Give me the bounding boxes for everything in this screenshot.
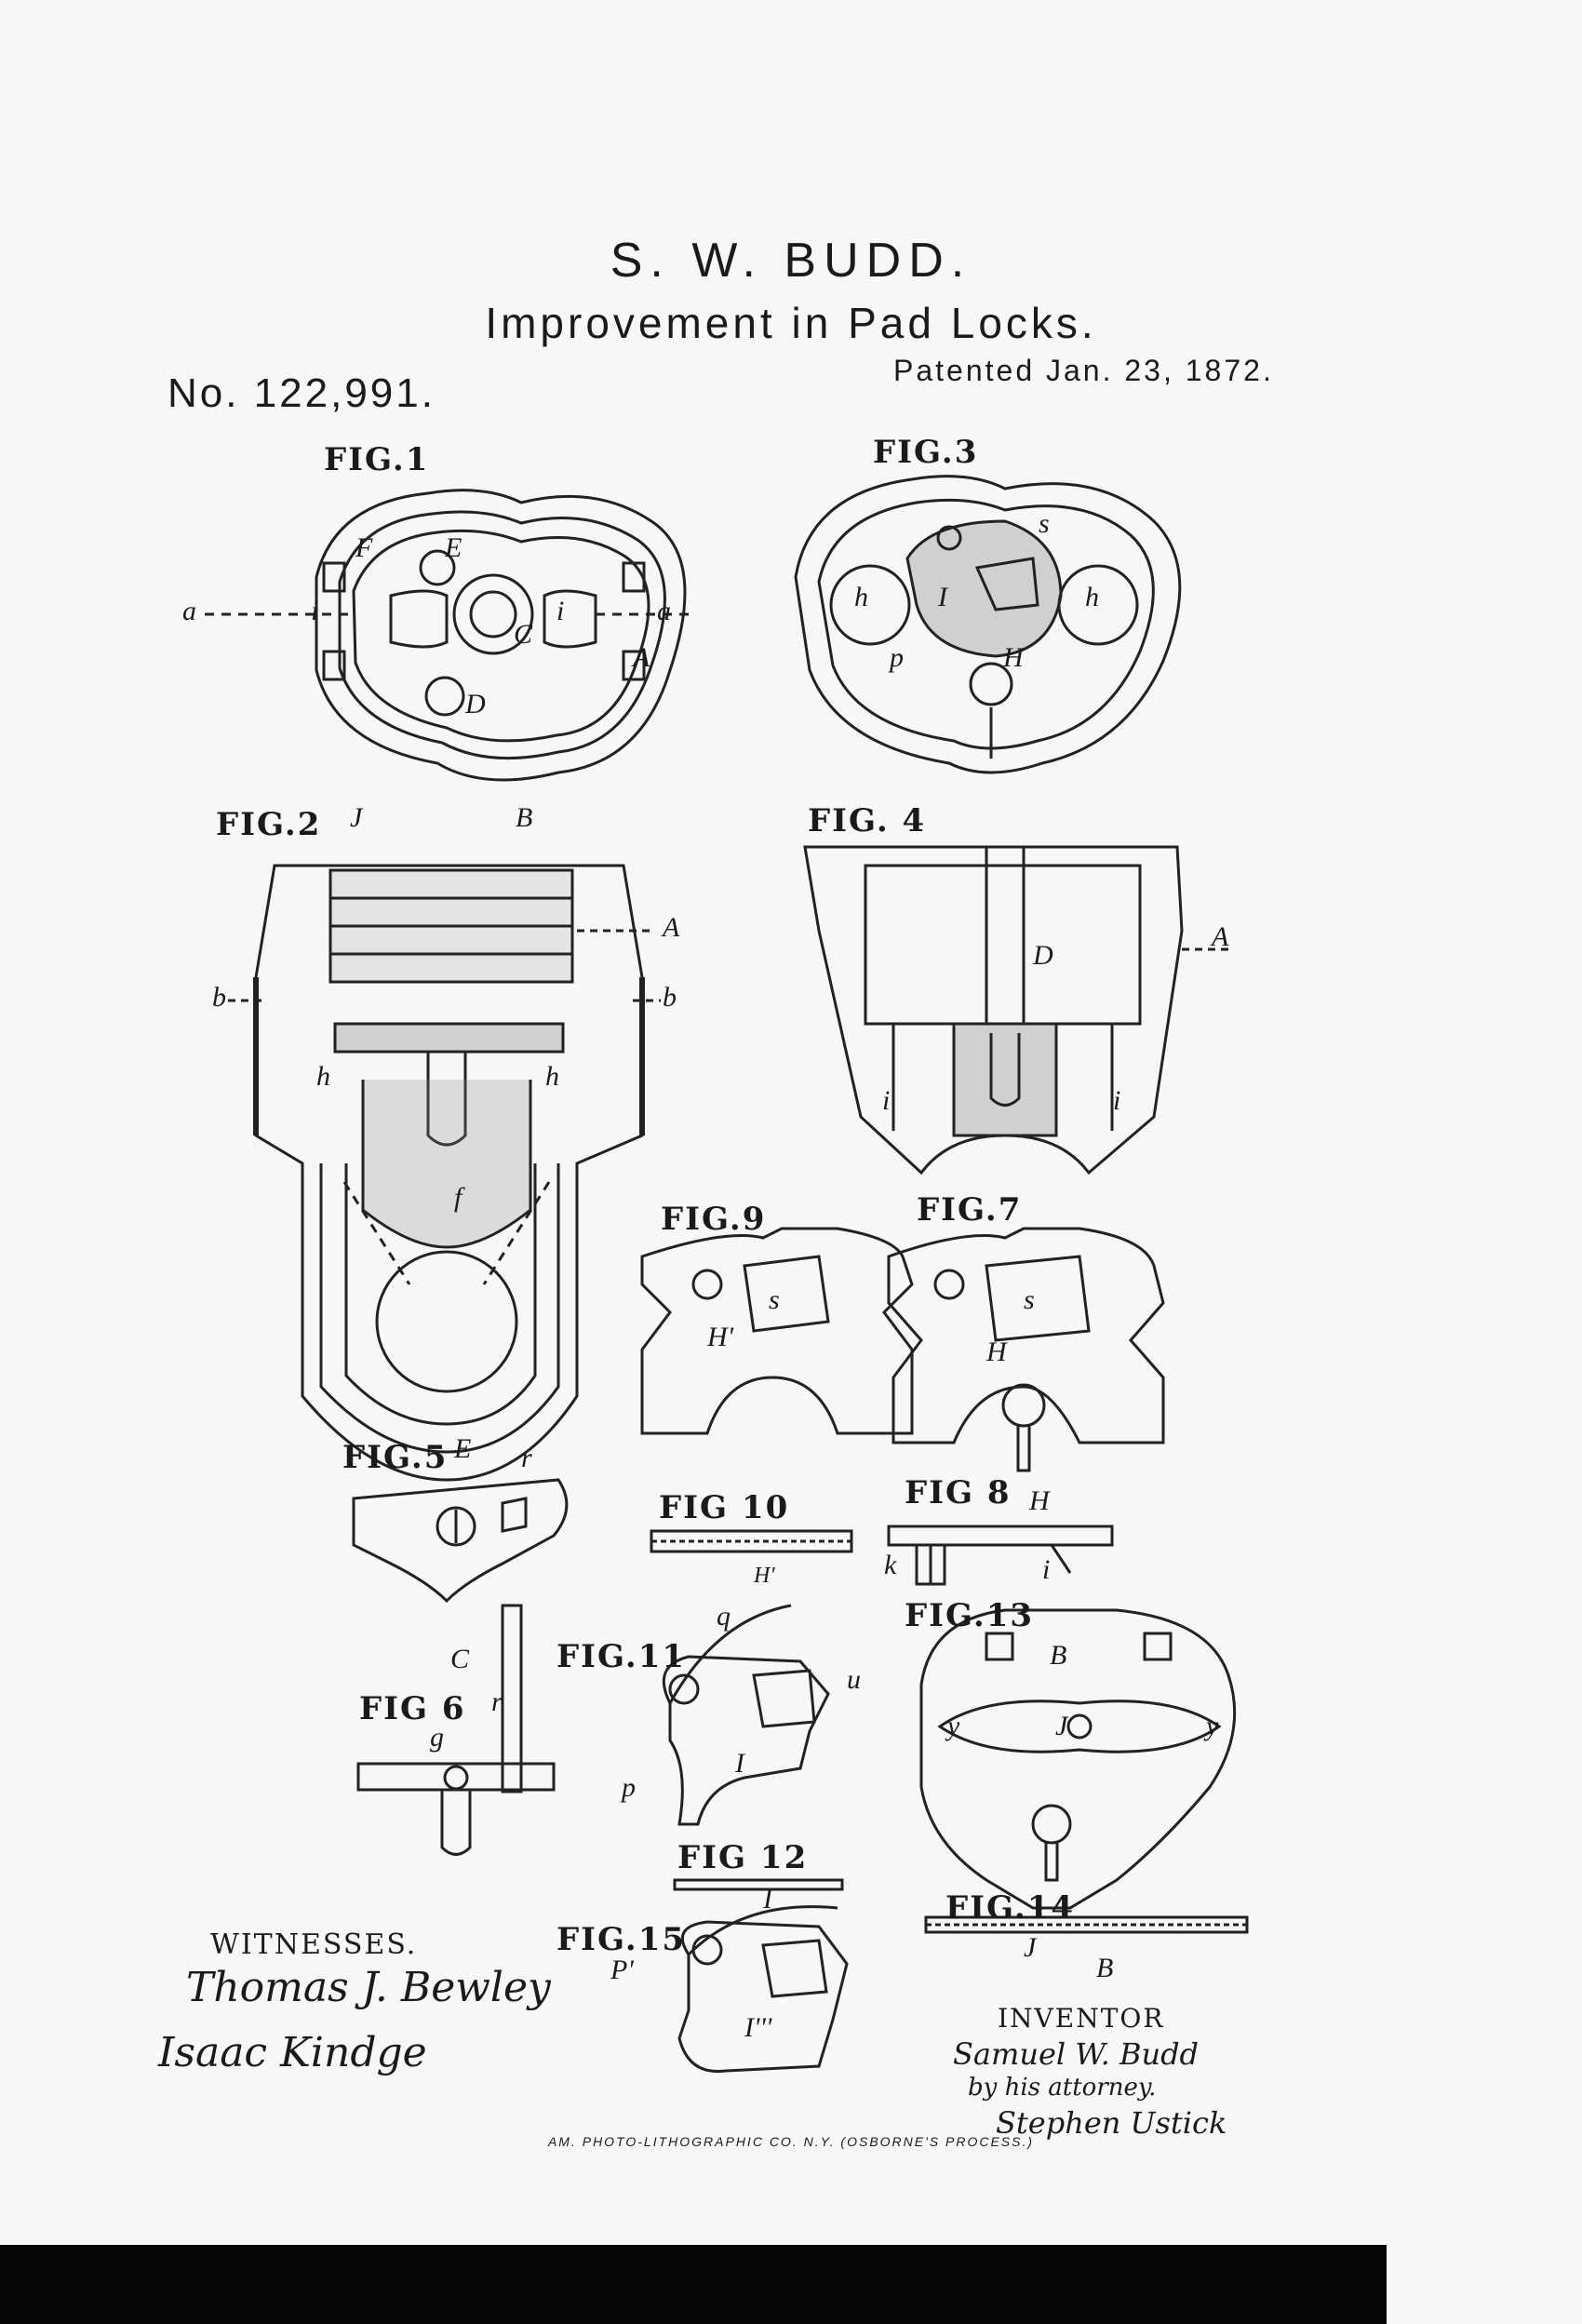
fig-7-label: FIG.7 <box>917 1191 1023 1229</box>
inventor-name-heading: S. W. BUDD. <box>610 234 972 288</box>
fig-15-drawing <box>677 1905 849 2074</box>
ref-letter: H' <box>707 1322 734 1352</box>
ref-letter: k <box>884 1550 897 1580</box>
ref-letter: C <box>450 1644 470 1674</box>
inventor-label: INVENTOR <box>998 2003 1165 2034</box>
ref-letter: i <box>882 1085 891 1116</box>
ref-letter: J <box>1024 1932 1037 1963</box>
fig-8-label: FIG 8 <box>905 1474 1012 1511</box>
ref-letter: b <box>212 982 226 1013</box>
inventor-signature: Samuel W. Budd <box>953 2036 1200 2072</box>
ref-letter: I <box>938 582 947 612</box>
ref-letter: p <box>890 642 904 673</box>
fig-1-label: FIG.1 <box>324 441 430 478</box>
ref-letter: B <box>1050 1640 1067 1671</box>
fig-15-label: FIG.15 <box>556 1921 687 1958</box>
ref-letter: s <box>769 1284 780 1315</box>
fig-5-label: FIG.5 <box>342 1439 449 1476</box>
ref-letter: p <box>622 1772 636 1803</box>
scan-border-bar <box>0 2245 1387 2324</box>
ref-letter: r <box>491 1686 503 1717</box>
fig-2-label: FIG.2 <box>216 806 322 843</box>
fig-4-label: FIG. 4 <box>808 802 927 840</box>
fig-3-drawing <box>794 475 1182 774</box>
witness-signature-2: Isaac Kindge <box>158 2029 427 2076</box>
ref-letter: a <box>182 596 196 626</box>
ref-letter: A <box>1212 921 1229 952</box>
fig-6-drawing <box>356 1604 556 1856</box>
fig-13-label: FIG.13 <box>905 1597 1035 1634</box>
ref-letter: F <box>355 532 373 563</box>
fig-5-drawing <box>352 1478 569 1604</box>
fig-13-drawing <box>919 1608 1237 1910</box>
ref-letter: h <box>1085 582 1099 612</box>
witness-signature-1: Thomas J. Bewley <box>186 1964 551 2011</box>
patent-title: Improvement in Pad Locks. <box>485 299 1097 347</box>
ref-letter: D <box>1033 940 1053 971</box>
fig-10-label: FIG 10 <box>659 1489 790 1526</box>
fig-6-label: FIG 6 <box>359 1690 466 1727</box>
ref-letter: g <box>430 1722 444 1753</box>
fig-9-drawing <box>640 1227 914 1435</box>
ref-letter: r <box>521 1443 532 1473</box>
ref-letter: H <box>1029 1485 1050 1516</box>
fig-9-label: FIG.9 <box>661 1201 767 1238</box>
ref-letter: A <box>663 912 680 943</box>
fig-4-drawing <box>803 845 1228 1175</box>
ref-letter: C <box>514 619 533 650</box>
ref-letter: I <box>763 1884 772 1914</box>
fig-11-drawing <box>662 1604 830 1826</box>
ref-letter: y <box>947 1711 960 1741</box>
ref-letter: i <box>1113 1085 1121 1116</box>
ref-letter: A <box>633 642 650 673</box>
ref-letter: y <box>1206 1711 1219 1741</box>
fig-12-drawing <box>673 1878 844 1891</box>
ref-letter: i <box>311 596 319 626</box>
patent-number: No. 122,991. <box>168 370 436 416</box>
ref-letter: H <box>986 1337 1007 1367</box>
fig-1-drawing <box>205 489 689 782</box>
ref-letter: h <box>316 1061 330 1092</box>
ref-letter: E <box>454 1433 472 1464</box>
ref-letter: I <box>735 1748 744 1779</box>
fig-8-drawing <box>887 1525 1114 1586</box>
ref-letter: I''' <box>744 2012 772 2043</box>
ref-letter: f <box>454 1182 463 1213</box>
printer-credit: AM. PHOTO-LITHOGRAPHIC CO. N.Y. (OSBORNE… <box>547 2134 1035 2149</box>
ref-letter: i <box>1042 1554 1051 1585</box>
ref-letter: h <box>854 582 868 612</box>
fig-3-label: FIG.3 <box>873 434 979 471</box>
witnesses-label: WITNESSES. <box>210 1928 418 1961</box>
ref-letter: B <box>516 802 533 833</box>
attorney-note: by his attorney. <box>968 2074 1157 2102</box>
ref-letter: D <box>465 689 486 719</box>
ref-letter: E <box>445 532 463 563</box>
ref-letter: h <box>545 1061 559 1092</box>
ref-letter: J <box>350 802 363 833</box>
ref-letter: b <box>663 982 677 1013</box>
attorney-signature: Stephen Ustick <box>996 2105 1227 2141</box>
fig-10-drawing <box>650 1529 853 1553</box>
ref-letter: s <box>1024 1284 1035 1315</box>
fig-2-drawing <box>228 864 661 1482</box>
ref-letter: P' <box>610 1955 634 1985</box>
ref-letter: a <box>657 596 671 626</box>
fig-7-drawing <box>887 1227 1165 1472</box>
ref-letter: J <box>1055 1711 1068 1741</box>
fig-12-label: FIG 12 <box>677 1839 809 1876</box>
ref-letter: i <box>556 596 565 626</box>
fig-14-drawing <box>924 1915 1249 1934</box>
fig-14-label: FIG.14 <box>945 1889 1076 1927</box>
ref-letter: s <box>1039 508 1050 539</box>
patent-date: Patented Jan. 23, 1872. <box>893 354 1274 387</box>
ref-letter: B <box>1096 1953 1114 1983</box>
ref-letter: H' <box>754 1564 775 1588</box>
ref-letter: q <box>717 1601 731 1632</box>
ref-letter: H <box>1003 642 1024 673</box>
fig-11-label: FIG.11 <box>556 1638 687 1675</box>
ref-letter: u <box>847 1664 861 1695</box>
